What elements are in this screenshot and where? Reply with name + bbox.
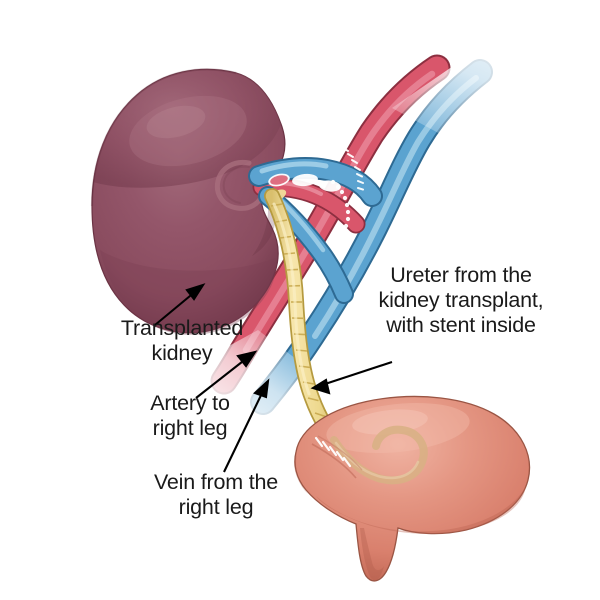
arrow-vein-right-leg xyxy=(223,378,270,473)
sutures-group xyxy=(314,147,364,468)
label-ureter-from-kidney-transplant: Ureter from the kidney transplant, with … xyxy=(378,263,544,337)
stent-pigtail-coil xyxy=(330,425,428,485)
label-transplanted-kidney: Transplanted kidney xyxy=(120,316,244,365)
vessel-fade-overlays xyxy=(186,20,600,438)
suture-ureter-bladder xyxy=(314,436,352,468)
arrow-transplanted-kidney xyxy=(154,283,206,326)
arrow-artery-right-leg xyxy=(195,350,258,399)
suture-vein-anastomosis xyxy=(329,179,351,243)
stent-segments xyxy=(270,203,333,433)
leader-arrows-group xyxy=(154,283,393,473)
bladder xyxy=(294,395,531,582)
label-vein-from-right-leg: Vein from the right leg xyxy=(153,470,279,519)
transplanted-kidney xyxy=(90,68,286,335)
arrow-ureter-stent xyxy=(310,361,393,395)
label-artery-to-right-leg: Artery to right leg xyxy=(150,391,230,440)
suture-artery-anastomosis xyxy=(342,147,364,191)
